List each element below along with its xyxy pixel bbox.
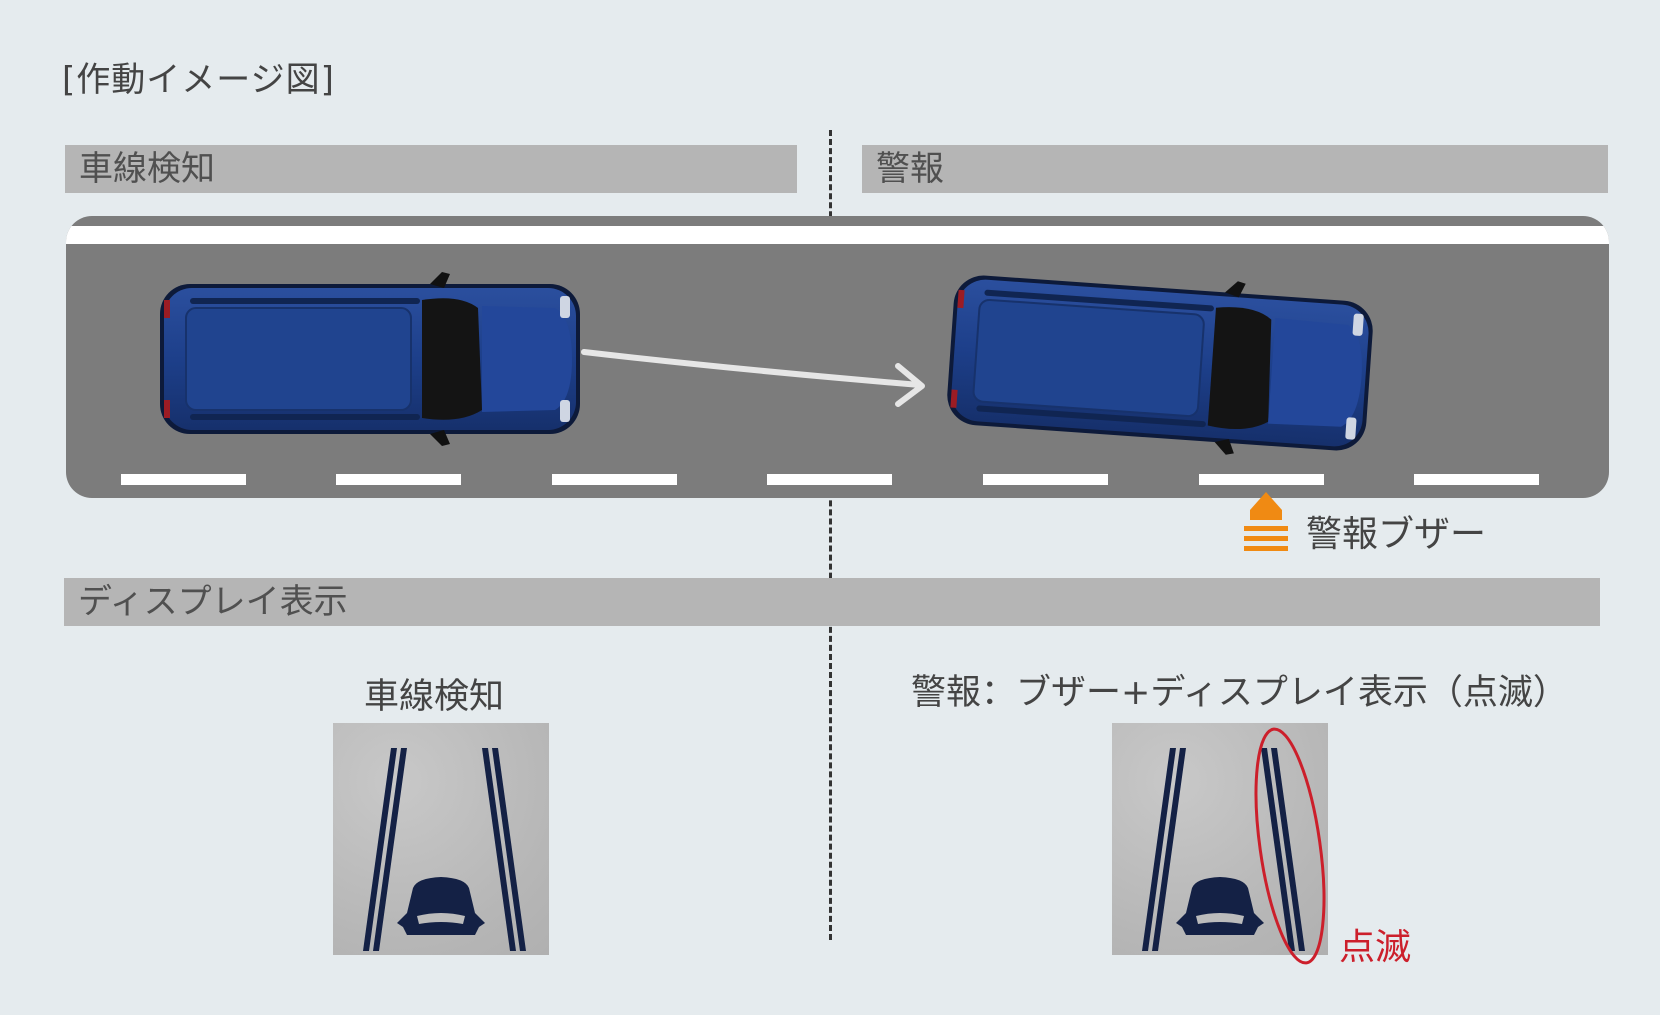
lane-display-right [1112, 723, 1328, 955]
lane-dash [552, 474, 677, 485]
lane-display-icon [1142, 748, 1305, 951]
lane-detect-header: 車線検知 [65, 145, 797, 193]
figure-title: [作動イメージ図] [62, 60, 335, 100]
blink-label: 点滅 [1339, 927, 1412, 968]
road-edge-line [66, 226, 1609, 244]
lane-dash [1199, 474, 1324, 485]
car-right [943, 262, 1377, 466]
lane-dash [336, 474, 461, 485]
buzzer-label: 警報ブザー [1306, 514, 1487, 555]
left-display-caption: 車線検知 [364, 677, 505, 717]
ellipse-highlight-icon [1254, 727, 1326, 965]
lane-dash [767, 474, 892, 485]
lane-display-left [333, 723, 549, 955]
arrow-right-icon [581, 349, 925, 407]
lane-dash [121, 474, 246, 485]
buzzer-warning-icon [1244, 492, 1288, 551]
display-header: ディスプレイ表示 [64, 578, 1600, 626]
lane-dash [1414, 474, 1539, 485]
lane-dash [983, 474, 1108, 485]
section-divider [829, 130, 832, 940]
lane-display-icon [363, 748, 526, 951]
car-left [159, 271, 581, 447]
warning-header: 警報 [862, 145, 1608, 193]
right-display-caption: 警報：ブザー+ディスプレイ表示（点滅） [911, 673, 1568, 713]
